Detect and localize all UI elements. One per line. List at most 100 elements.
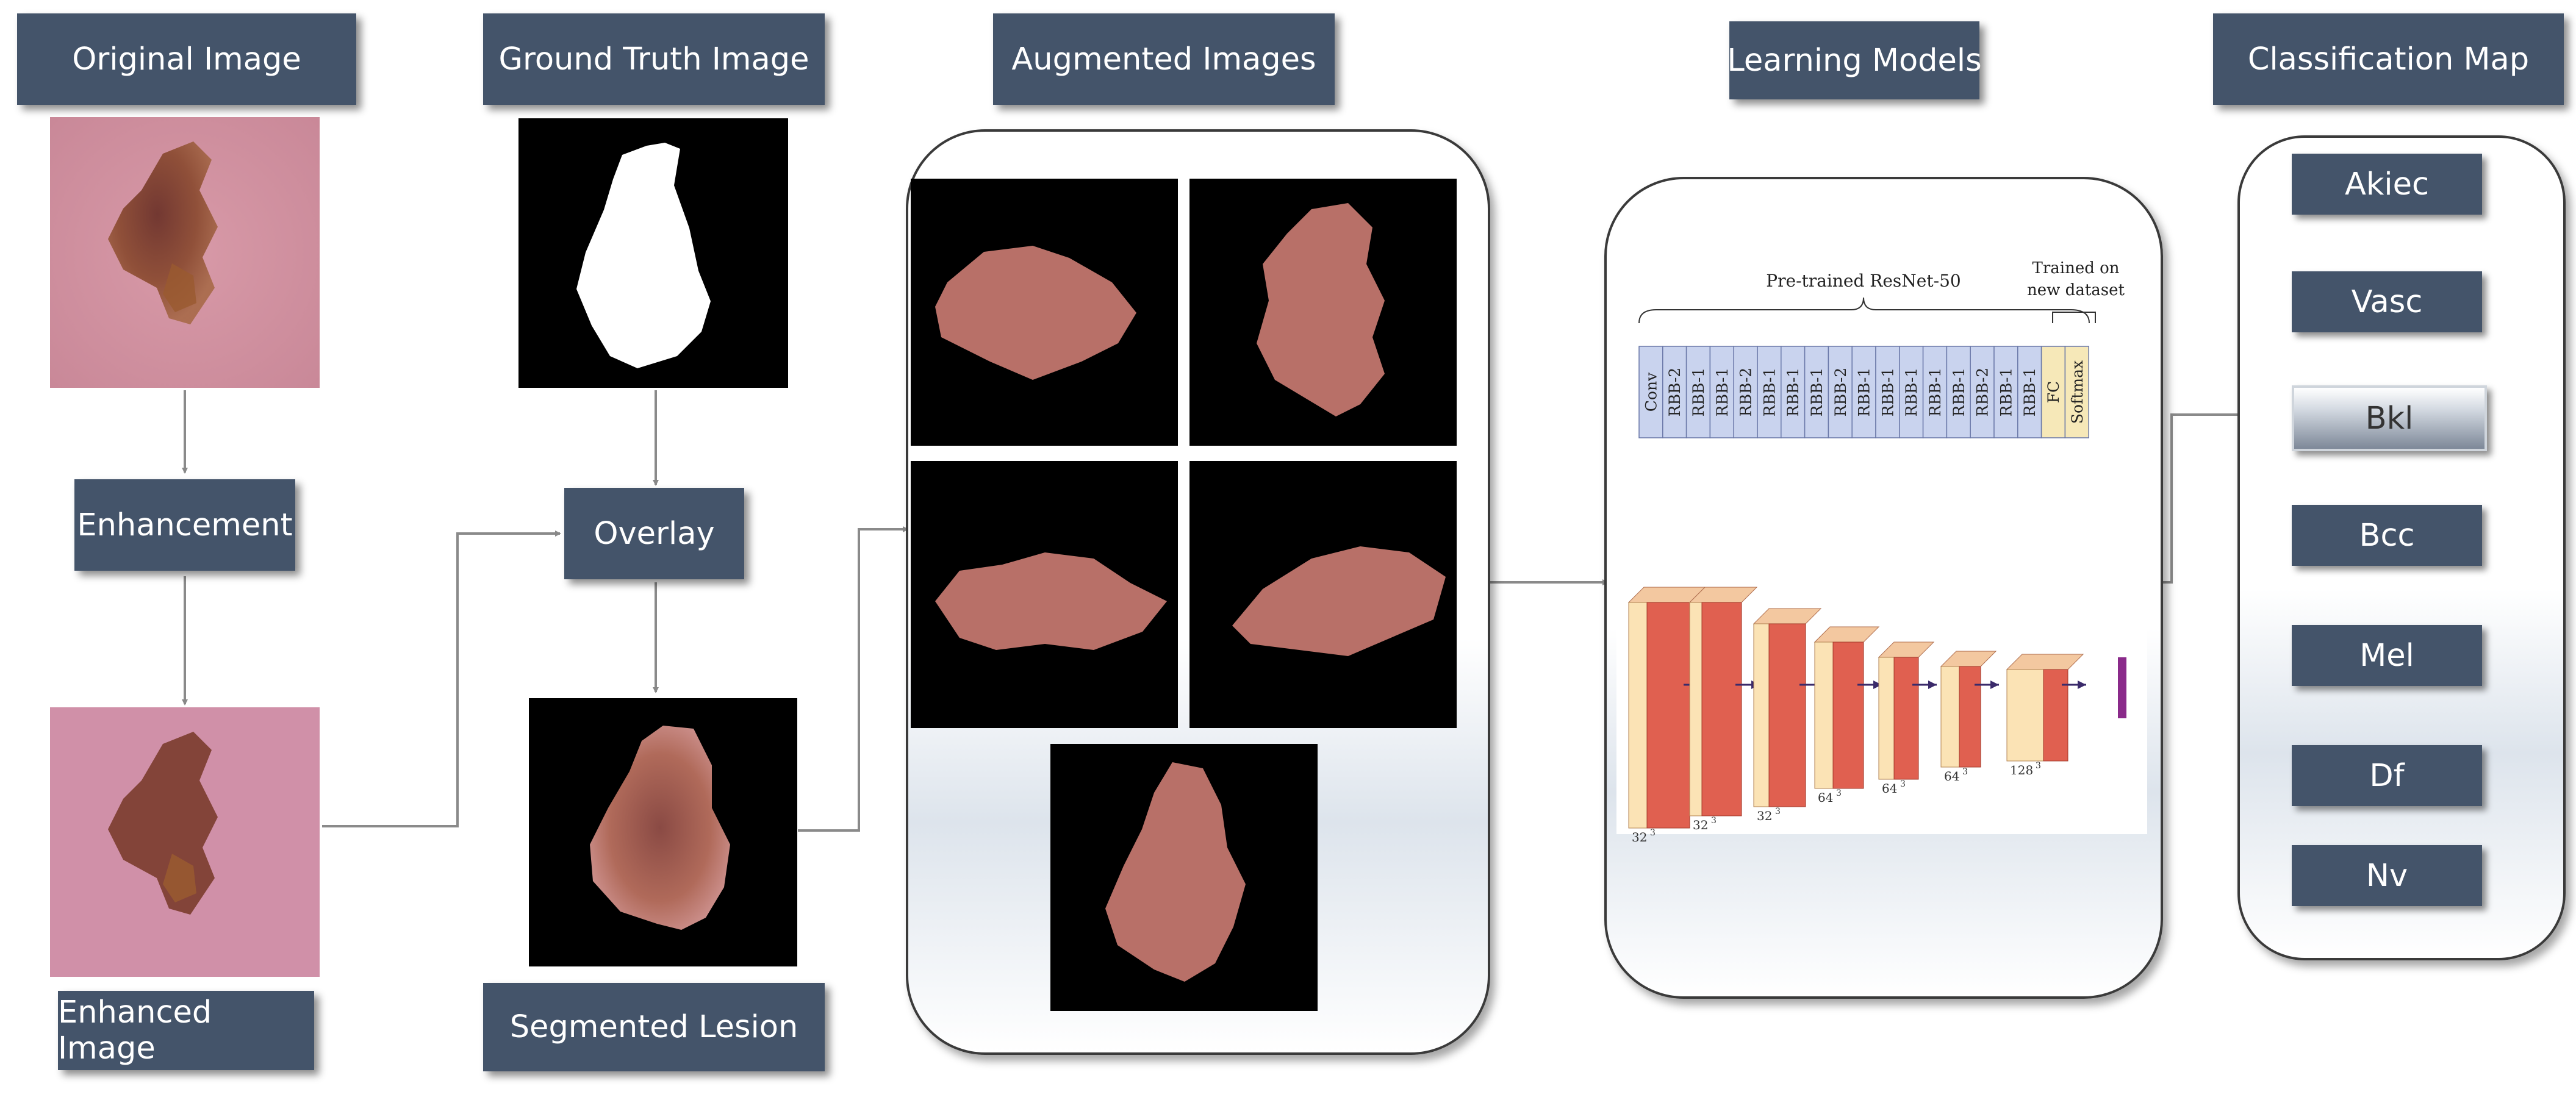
cnn-activation-block [1893,657,1919,780]
resnet-brace [1638,297,2090,324]
arrow-segmented-to-augmented [798,526,909,832]
resnet-layer-label: RBB-1 [1926,368,1944,416]
resnet-layer-label: RBB-1 [1879,368,1896,416]
resnet-layer-label: Conv [1642,372,1660,412]
header-ground-truth-image: Ground Truth Image [483,13,825,105]
class-mel: Mel [2292,625,2482,686]
resnet-layer-block [1662,346,1687,438]
augmented-image-5 [1050,744,1318,1011]
class-bkl: Bkl [2292,385,2487,451]
cnn-flow-arrowhead [1873,680,1882,689]
resnet-layer-label: RBB-1 [1856,368,1873,416]
cnn-layer-size-label: 64 [1818,790,1833,805]
resnet-layer-label: RBB-1 [1950,368,1968,416]
resnet-layer-block [2017,346,2042,438]
resnet-layer-block [1899,346,1924,438]
augmented-image-2 [1189,179,1457,446]
cnn-flow-arrowhead [1928,680,1937,689]
cnn-conv-block [1628,602,1648,829]
cnn-layer-size-label: 32 [1693,818,1708,832]
class-bcc: Bcc [2292,505,2482,566]
resnet-layer-block [1970,346,1995,438]
step-enhancement: Enhancement [74,479,295,571]
cnn-conv-block [1689,602,1702,816]
cnn-layer-size-exponent: 3 [1836,788,1842,798]
resnet-layer-label: RBB-1 [1903,368,1920,416]
cnn-flow-arrowhead [1990,680,1999,689]
resnet-layer-label: RBB-2 [1832,368,1849,416]
cnn-conv-block [2006,669,2044,762]
class-vasc: Vasc [2292,271,2482,332]
class-nv: Nv [2292,845,2482,906]
resnet-layer-block [1685,346,1711,438]
cnn-layer-size-exponent: 3 [1962,767,1968,777]
resnet50-diagram: Pre-trained ResNet-50 Trained on new dat… [1613,256,2150,445]
trained-label-line2: new dataset [2027,281,2125,299]
cnn-layer-size-label: 32 [1632,830,1647,845]
header-original-image: Original Image [17,13,356,105]
resnet-layer-label: RBB-1 [1784,368,1802,416]
step-enhanced-image: Enhanced Image [58,991,314,1070]
resnet-layer-block [1638,346,1663,438]
ground-truth-mask [518,118,788,388]
cnn-activation-block [1832,641,1864,789]
augmented-image-4 [1189,461,1457,728]
cnn-layer-size-exponent: 3 [1775,807,1781,816]
resnet-layer-block [1757,346,1782,438]
resnet-blocks: Conv RBB-2 RBB-1 RBB-1 RBB-2 RBB-1 RBB-1 RBB-1 R… [1638,346,2089,438]
softmax-layer-block [2064,346,2089,438]
enhanced-skin-image [50,707,320,977]
cnn-activation-block [1701,602,1742,816]
cnn-layer-size-label: 32 [1757,809,1772,823]
fc-layer-block [2040,346,2066,438]
resnet-layer-label: RBB-1 [1997,368,2015,416]
augmented-image-3 [911,461,1178,728]
cnn-activation-block [2043,669,2068,762]
resnet-layer-block [1851,346,1876,438]
header-classification-map: Classification Map [2213,13,2564,105]
cnn-activation-block [1959,666,1981,768]
resnet-layer-label: RBB-1 [1690,368,1707,416]
resnet-group-label: Pre-trained ResNet-50 [1766,271,1961,291]
resnet-layer-label: RBB-1 [1760,368,1778,416]
trained-brace [2052,312,2096,323]
header-learning-models: Learning Models [1727,21,1982,99]
cnn-layer-size-exponent: 3 [1711,816,1717,826]
fc-layer-label: FC [2045,381,2062,403]
class-akiec: Akiec [2292,154,2482,215]
class-df: Df [2292,745,2482,806]
cnn-layer-size-exponent: 3 [2036,761,2041,771]
resnet-layer-block [1828,346,1853,438]
cnn-layer-size-label: 64 [1882,781,1897,796]
cnn-activation-block [1768,623,1806,807]
cnn-layer-size-label: 128 [2010,763,2033,777]
resnet-layer-label: RBB-1 [1808,368,1826,416]
cnn-conv-block [1940,666,1960,768]
resnet-layer-block [1781,346,1806,438]
step-segmented-lesion: Segmented Lesion [483,983,825,1071]
trained-label-line1: Trained on [2032,259,2119,277]
resnet-layer-block [1709,346,1734,438]
segmented-lesion-image [529,698,797,966]
cnn-conv-block [1753,623,1770,807]
softmax-layer-label: Softmax [2068,360,2086,424]
augmented-image-1 [911,179,1178,446]
cnn-layer-size-label: 64 [1944,769,1959,784]
header-augmented-images: Augmented Images [993,13,1335,105]
cnn-flow-arrowhead [2078,680,2086,689]
resnet-layer-label: RBB-2 [1737,368,1755,416]
original-skin-image [50,117,320,388]
cnn-output-bar [2118,657,2126,718]
step-overlay: Overlay [564,488,744,579]
resnet-layer-label: RBB-1 [2021,368,2039,416]
resnet-layer-label: RBB-1 [1713,368,1731,416]
arrow-enhanced-to-overlay [322,530,561,827]
resnet-layer-block [1733,346,1758,438]
resnet-layer-block [1922,346,1948,438]
cnn-conv-block [1814,641,1834,789]
cnn-layer-size-exponent: 3 [1900,779,1906,789]
cnn-activation-block [1646,602,1690,829]
resnet-layer-block [1875,346,1900,438]
